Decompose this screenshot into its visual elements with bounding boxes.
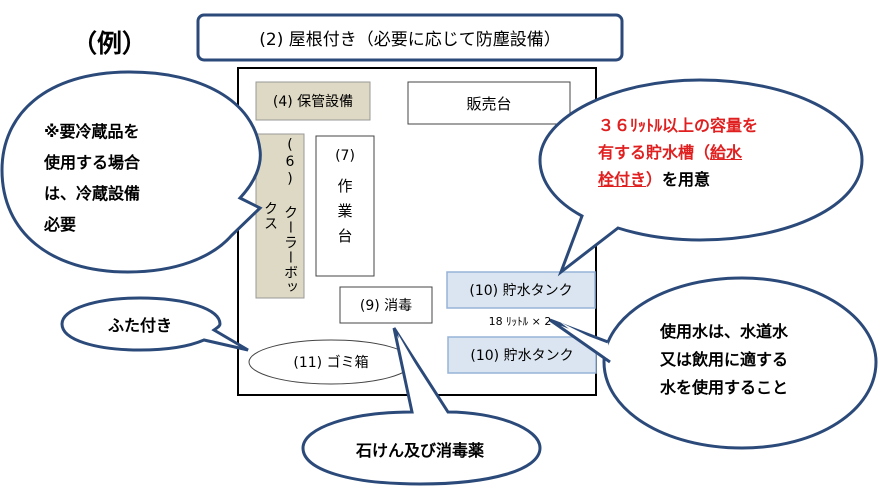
storage-label: (4) 保管設備 [272,94,354,110]
water-tank-line-1: ３６ﾘｯﾄﾙ以上の容量を [598,116,759,135]
roof-label: (2) 屋根付き（必要に応じて防塵設備） [259,30,561,50]
sales-counter-label: 販売台 [466,94,512,113]
trash-label: (11) ゴミ箱 [293,355,369,371]
tank-capacity-label: 18 ﾘｯﾄﾙ × 2 [488,315,552,328]
storage-box [255,81,371,121]
refrigeration-line-3: は、冷蔵設備 [44,184,141,203]
sales-counter-box [407,81,571,125]
water-tank-line-3c: を用意 [662,170,711,189]
water-tank-line-2a: 有する貯水槽（ [598,143,711,162]
roof-banner [196,13,624,62]
water-use-line-3: 水を使用すること [660,378,789,397]
disinfection-box [339,286,433,324]
tank-bottom-label: (10) 貯水タンク [470,348,574,364]
tank-top-box [446,271,596,309]
refrigeration-line-4: 必要 [44,215,77,234]
water-tank-line-3b: ） [646,170,663,189]
water-tank-callout-text: ３６ﾘｯﾄﾙ以上の容量を 有する貯水槽（給水 栓付き）を用意 [598,112,758,193]
callout-water-use [602,276,878,450]
cooler-box-label: (6) クーラーボックス [262,137,298,295]
lid-callout-text: ふた付き [107,316,172,335]
soap-callout-text: 石けん及び消毒薬 [355,441,484,460]
callout-lid [60,296,249,352]
work-table-label: 作業台 [335,178,354,253]
tank-top-label: (10) 貯水タンク [469,283,573,299]
callout-water-tank [538,78,864,277]
tank-bottom-box [447,336,597,374]
callout-refrigeration [0,70,263,274]
example-label: （例） [72,29,148,58]
work-table-number: (7) [335,148,355,164]
water-use-line-1: 使用水は、水道水 [660,322,789,341]
disinfection-label: (9) 消毒 [359,298,413,314]
callout-water-use-pointer [549,318,611,364]
work-table-box [315,135,375,277]
water-tank-line-2b: 給水 [710,143,743,162]
water-tank-line-3a: 栓付き [598,170,647,189]
water-use-line-2: 又は飲用に適する [660,350,789,369]
water-use-callout-text: 使用水は、水道水 又は飲用に適する 水を使用すること [660,318,788,402]
refrigeration-line-2: 使用する場合 [44,153,141,172]
refrigeration-callout-text: ※要冷蔵品を 使用する場合 は、冷蔵設備 必要 [44,116,140,240]
refrigeration-line-1: ※要冷蔵品を [44,122,140,141]
cooler-box-rect [255,133,305,299]
